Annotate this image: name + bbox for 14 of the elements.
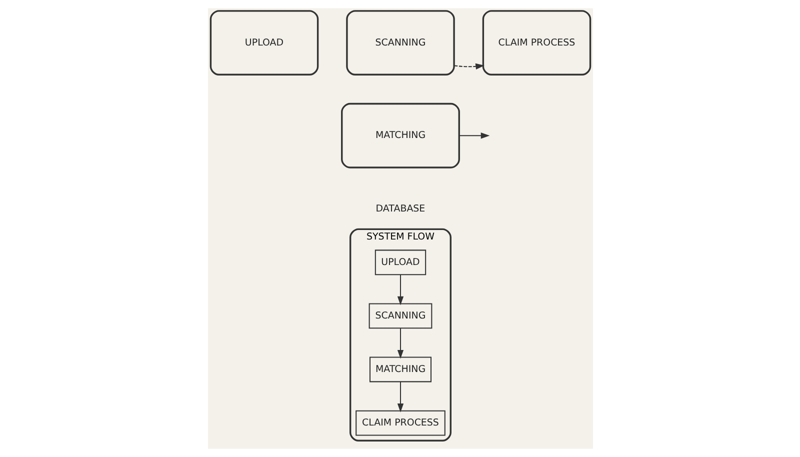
node-box: CLAIM PROCESS <box>482 10 591 76</box>
arrow <box>396 274 404 306</box>
node-box: SCANNING <box>346 10 454 76</box>
node-box: SCANNING <box>368 303 432 329</box>
label: DATABASE <box>375 203 425 214</box>
arrow <box>396 328 404 359</box>
node-box: CLAIM PROCESS <box>355 410 445 436</box>
arrow <box>458 132 490 139</box>
node-box: MATCHING <box>340 102 460 168</box>
node-box: UPLOAD <box>209 10 318 76</box>
node-box: UPLOAD <box>374 250 426 276</box>
arrow <box>454 63 484 70</box>
arrow <box>396 382 404 412</box>
node-box: MATCHING <box>369 356 431 382</box>
